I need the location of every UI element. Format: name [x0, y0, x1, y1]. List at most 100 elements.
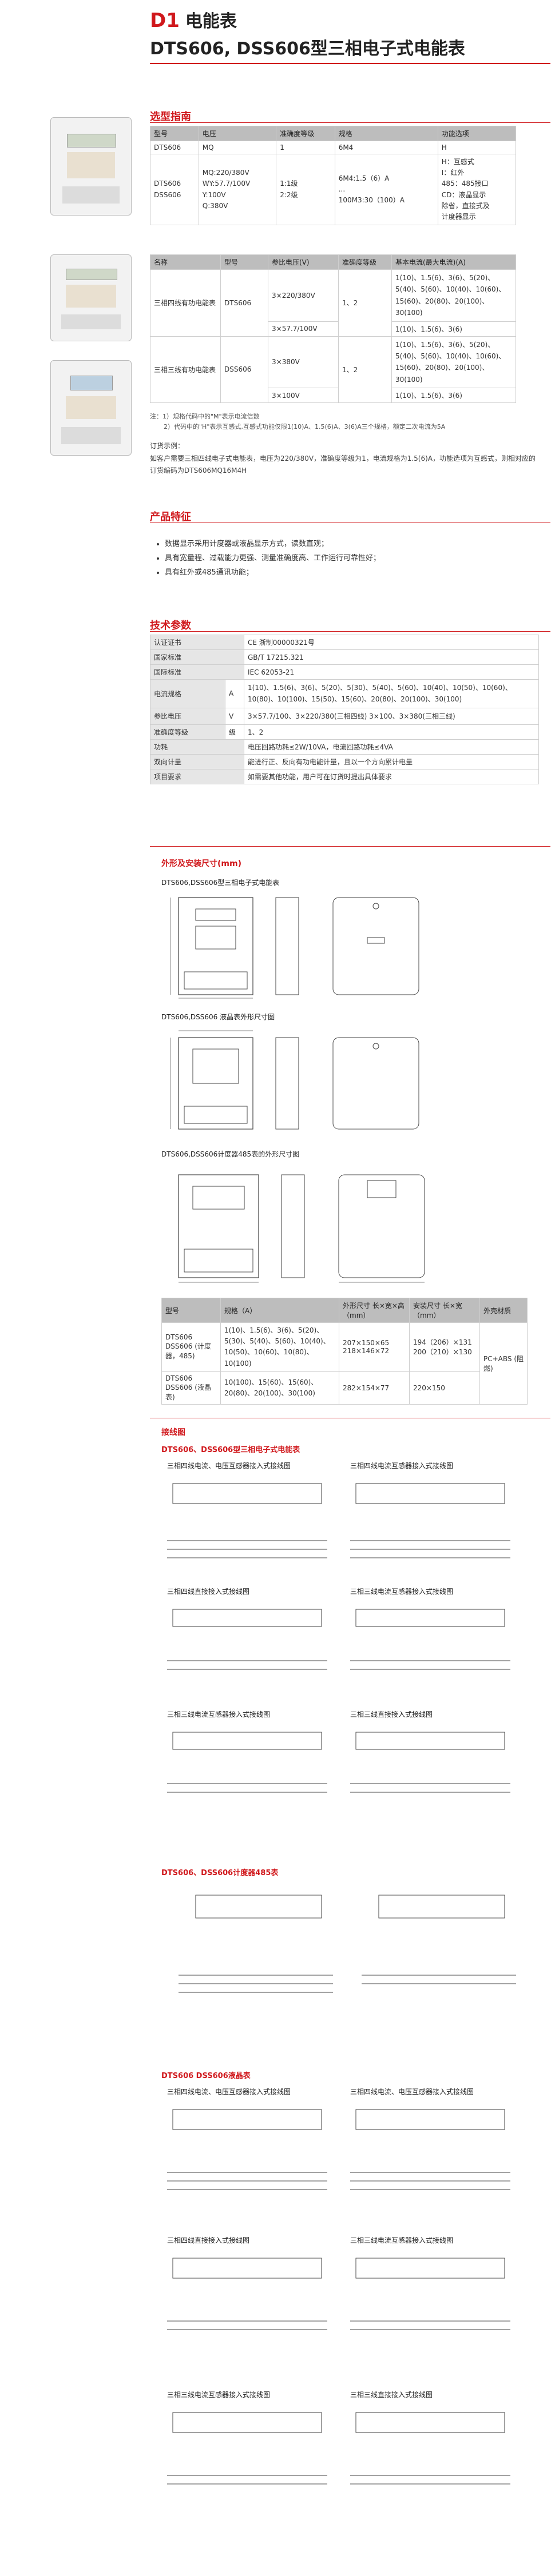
dimension-caption: DTS606,DSS606计度器485表的外形尺寸图 — [161, 1150, 300, 1158]
wiring-caption: 三相三线电流互感器接入式接线图 — [350, 2236, 454, 2244]
list-item: 具有红外或485通讯功能； — [165, 566, 554, 577]
table-header-cell: 规格（A） — [220, 1298, 339, 1323]
list-item: 具有宽量程、过载能力更强、测量准确度高、工作运行可靠性好； — [165, 552, 554, 563]
table-cell: MQ — [198, 141, 277, 154]
wiring-diagram-lcd-row2 — [167, 2258, 510, 2330]
spec-label: 国家标准 — [150, 649, 244, 665]
table-cell: 282×154×77 — [339, 1371, 410, 1405]
table-cell: 3×57.7/100V — [268, 321, 339, 337]
table-header-cell: 名称 — [150, 254, 221, 270]
voltage-option: WY:57.7/100V — [202, 180, 251, 188]
table-row: DTS606 DSS606 MQ:220/380V WY:57.7/100V Y… — [150, 153, 517, 226]
table-header-cell: 外壳材质 — [479, 1298, 528, 1323]
selection-table-header: 型号 电压 准确度等级 规格 功能选项 — [150, 126, 517, 141]
wiring-caption: 三相三线直接接入式接线图 — [350, 1710, 433, 1718]
wiring-caption: 三相四线电流、电压互感器接入式接线图 — [167, 2088, 291, 2096]
table-cell: 194（206）×131 200（210）×130 — [409, 1322, 480, 1372]
spec-option: 100M3:30（100）A — [338, 196, 405, 205]
table-cell: 1:1级 2:2级 — [276, 153, 335, 226]
table-header-cell: 参比电压(V) — [268, 254, 339, 270]
model-option: DTS606 — [154, 180, 181, 188]
table-header-cell: 基本电流(最大电流)(A) — [391, 254, 516, 270]
table-cell: DTS606 DSS606 (液晶表) — [161, 1371, 221, 1405]
spec-unit: 级 — [225, 724, 244, 740]
spec-option: 6M4:1.5（6）A — [338, 174, 390, 182]
table-row: 准确度等级 级 1、2 — [150, 724, 539, 740]
header-title: 电能表 — [185, 11, 237, 31]
note-line: 注：1）规格代码中的"M"表示电流倍数 — [150, 413, 260, 420]
table-cell: DTS606 — [220, 269, 268, 337]
dimensions-heading: 外形及安装尺寸(mm) — [161, 859, 241, 868]
selection-table: 型号 电压 准确度等级 规格 功能选项 DTS606 MQ 1 6M4 H DT… — [150, 126, 517, 226]
wiring-caption: 三相三线电流互感器接入式接线图 — [350, 1588, 454, 1596]
table-row: 3×57.7/100V 1(10)、1.5(6)、3(6) — [150, 321, 516, 337]
spec-value: GB/T 17215.321 — [244, 649, 539, 665]
table-row: 国际标准 IEC 62053-21 — [150, 664, 539, 680]
table-cell: 1 — [276, 141, 335, 154]
features-list: 数据显示采用计度器或液晶显示方式，读数直观； 具有宽量程、过载能力更强、测量准确… — [142, 534, 554, 580]
wiring-caption: 三相三线电流互感器接入式接线图 — [167, 1710, 271, 1718]
function-option: 除省，直接式及 — [441, 201, 490, 210]
meter-image-counter — [50, 117, 132, 216]
wiring-group1-title: DTS606、DSS606型三相电子式电能表 — [161, 1446, 300, 1454]
selection-heading: 选型指南 — [150, 111, 191, 123]
function-option: H：互感式 — [441, 158, 474, 166]
wiring-caption: 三相三线直接接入式接线图 — [350, 2391, 433, 2399]
spec-value: CE 浙制00000321号 — [244, 635, 539, 650]
dimensions-top-rule — [150, 846, 550, 847]
table-row: 国家标准 GB/T 17215.321 — [150, 649, 539, 665]
wiring-group3-title: DTS606 DSS606液晶表 — [161, 2072, 251, 2080]
model-option: DSS606 — [154, 190, 181, 199]
spec-label: 项目要求 — [150, 769, 244, 785]
table-row: 电流规格 A 1(10)、1.5(6)、3(6)、5(20)、5(30)、5(4… — [150, 679, 539, 708]
features-heading: 产品特征 — [150, 511, 191, 523]
wiring-caption: 三相四线电流、电压互感器接入式接线图 — [350, 2088, 474, 2096]
wiring-caption: 三相三线电流互感器接入式接线图 — [167, 2391, 271, 2399]
table-cell: PC+ABS (阻燃) — [479, 1322, 528, 1405]
table-header-cell: 型号 — [161, 1298, 221, 1323]
table-cell: H：互感式 I：红外 485：485接口 CD：液晶显示 除省，直接式及 计度器… — [437, 153, 517, 226]
table-cell: 1(10)、1.5(6)、3(6) — [391, 388, 516, 404]
order-title: 订货示例： — [150, 442, 185, 450]
model-table-header: 名称 型号 参比电压(V) 准确度等级 基本电流(最大电流)(A) — [150, 254, 516, 270]
table-cell: 3×220/380V — [268, 269, 339, 322]
table-cell: DTS606 — [150, 141, 199, 154]
table-cell: 三相四线有功电能表 — [150, 269, 221, 337]
table-row: 三相四线有功电能表 DTS606 3×220/380V 1、2 1(10)、1.… — [150, 269, 516, 337]
function-option: 计度器显示 — [441, 212, 476, 221]
wiring-group2-title: DTS606、DSS606计度器485表 — [161, 1869, 279, 1877]
model-table: 名称 型号 参比电压(V) 准确度等级 基本电流(最大电流)(A) 三相四线有功… — [150, 254, 516, 404]
spec-label: 准确度等级 — [150, 724, 225, 740]
wiring-caption: 三相四线直接接入式接线图 — [167, 2236, 250, 2244]
title-divider — [150, 63, 550, 64]
table-cell: DSS606 — [220, 336, 268, 404]
table-header-cell: 型号 — [150, 126, 199, 141]
spec-value: 能进行正、反向有功电能计量，且以一个方向累计电量 — [244, 754, 539, 770]
wiring-diagram-lcd-row3 — [167, 2412, 510, 2485]
voltage-option: Q:380V — [202, 201, 228, 210]
meter-image-485 — [50, 254, 132, 341]
table-header-cell: 安装尺寸 长×宽（mm） — [409, 1298, 480, 1323]
spec-label: 国际标准 — [150, 664, 244, 680]
table-cell: 220×150 — [409, 1371, 480, 1405]
wiring-diagram-row3 — [167, 1732, 510, 1793]
note-line: 2）代码中的"H"表示互感式,互感式功能仅限1(10)A、1.5(6)A、3(6… — [164, 422, 446, 430]
wiring-caption: 三相四线电流互感器接入式接线图 — [350, 1462, 454, 1470]
table-header-cell: 规格 — [334, 126, 438, 141]
wiring-diagram-row2 — [167, 1609, 510, 1670]
wiring-heading: 接线图 — [161, 1428, 185, 1437]
table-cell: 1、2 — [338, 269, 392, 337]
tech-rule — [150, 631, 550, 632]
table-header-cell: 功能选项 — [437, 126, 517, 141]
table-cell: MQ:220/380V WY:57.7/100V Y:100V Q:380V — [198, 153, 277, 226]
spec-label: 认证证书 — [150, 635, 244, 650]
spec-value: IEC 62053-21 — [244, 664, 539, 680]
spec-label: 双向计量 — [150, 754, 244, 770]
accuracy-option: 1:1级 — [280, 180, 298, 188]
meter-image-lcd — [50, 360, 132, 456]
table-header-cell: 外形尺寸 长×宽×高（mm） — [339, 1298, 410, 1323]
function-option: I：红外 — [441, 169, 465, 177]
function-option: 485：485接口 — [441, 180, 489, 188]
spec-value: 如需要其他功能，用户可在订货时提出具体要求 — [244, 769, 539, 785]
table-header-cell: 电压 — [198, 126, 277, 141]
